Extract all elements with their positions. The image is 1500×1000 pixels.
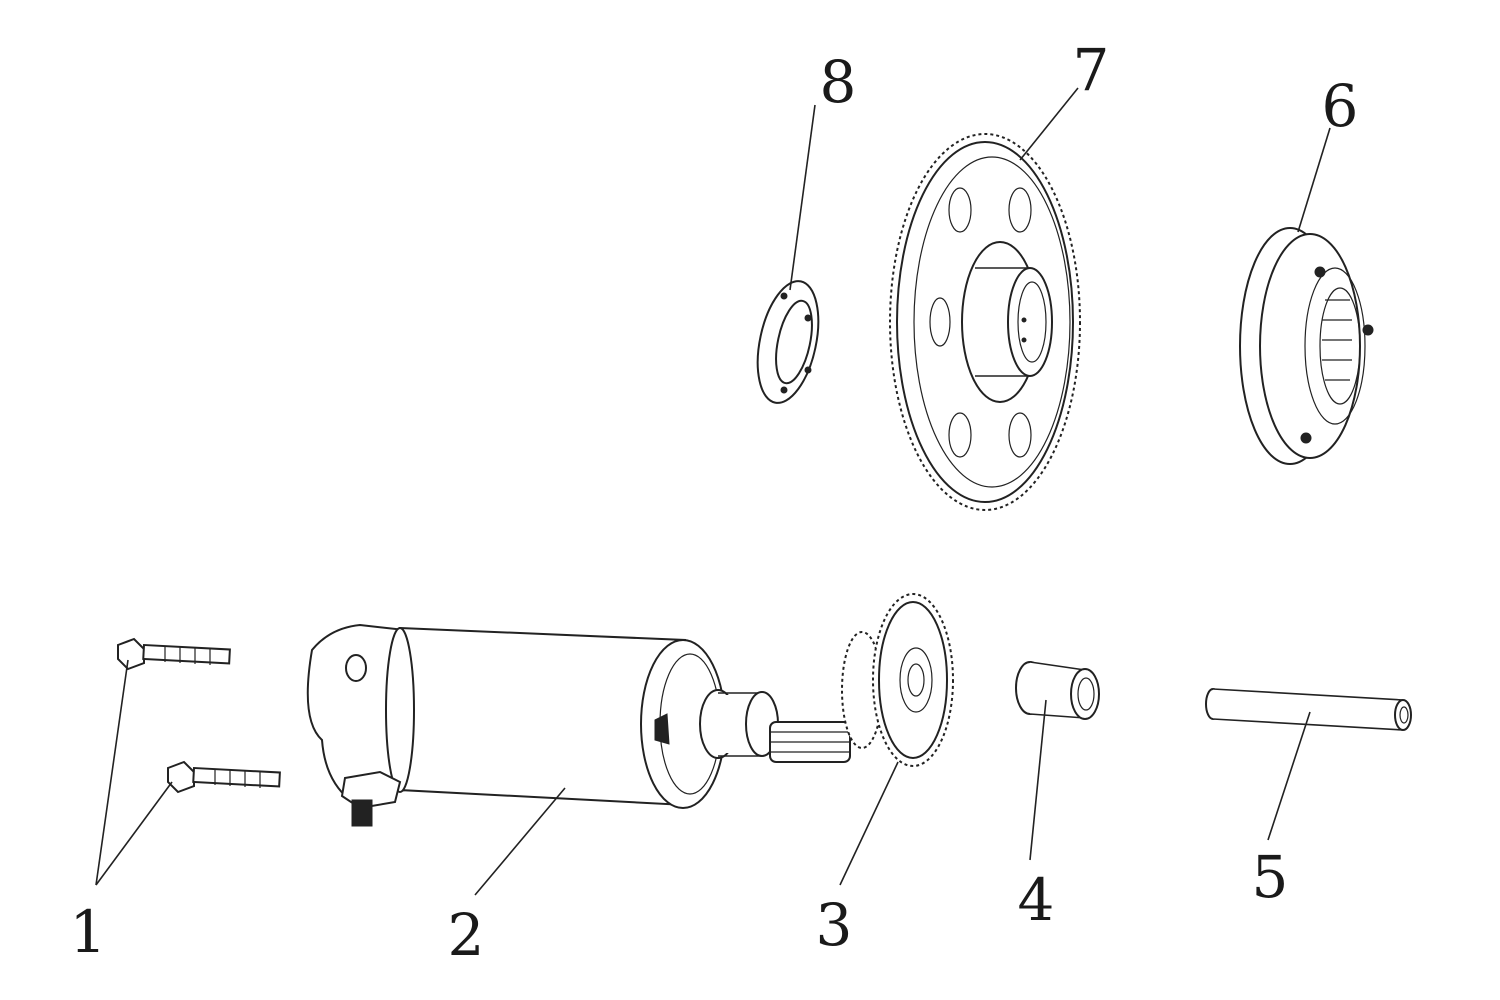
starter-motor-icon	[306, 623, 851, 827]
washer-icon	[756, 280, 820, 404]
bolt-icon	[117, 637, 281, 794]
callout-5: 5	[1252, 843, 1289, 911]
callout-7: 7	[1073, 36, 1110, 104]
callout-6: 6	[1322, 72, 1359, 140]
callout-1: 1	[70, 898, 107, 966]
callout-3: 3	[816, 891, 853, 959]
bushing-icon	[1015, 661, 1100, 720]
idler-gear-icon	[841, 593, 954, 767]
callouts: 8 7 6 1 2 3 4 5	[70, 36, 1359, 969]
callout-8: 8	[820, 48, 857, 116]
starter-gear-icon	[889, 133, 1081, 511]
shaft-icon	[1205, 688, 1412, 731]
leader-lines	[95, 87, 1331, 896]
callout-4: 4	[1018, 866, 1055, 934]
one-way-clutch-icon	[1239, 227, 1374, 465]
callout-2: 2	[448, 901, 485, 969]
